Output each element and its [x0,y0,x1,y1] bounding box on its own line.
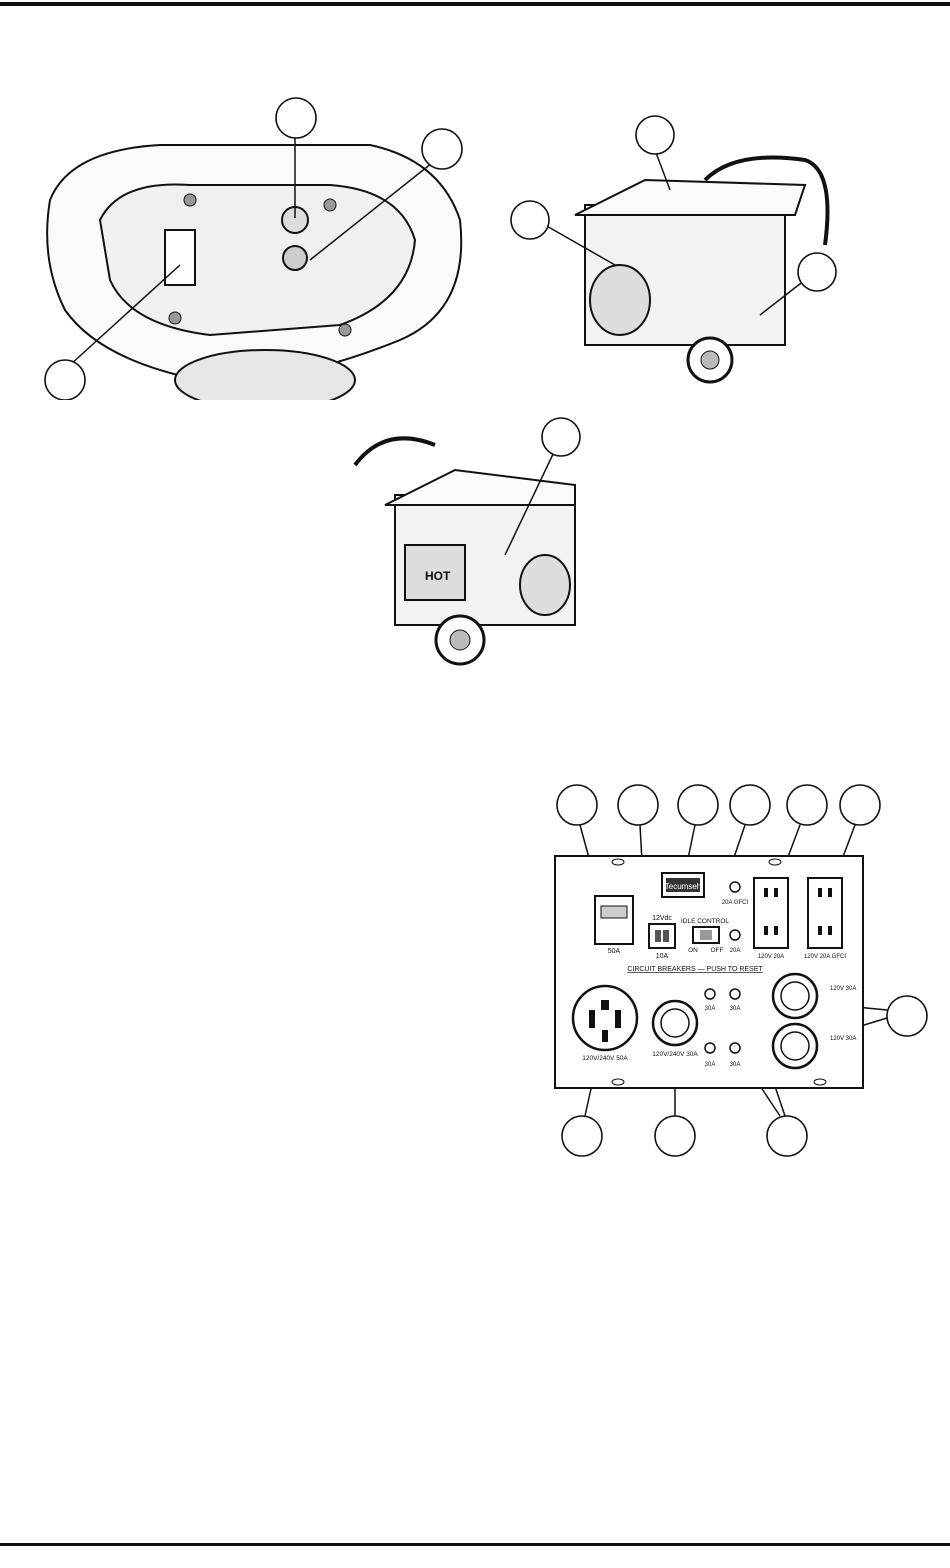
breaker-30a-3: 30A [705,1062,716,1068]
breaker-30a-4: 30A [730,1062,741,1068]
hot-label: HOT [425,569,451,583]
gfci-breaker-label: 20A GFCI [722,900,749,906]
outlet-30a-label: 120V/240V 30A [652,1051,698,1058]
dc-label: 12Vdc [652,915,672,922]
twist-lock-2-label: 120V 30A [830,1036,856,1042]
dc-fuse-label: 10A [656,953,669,960]
figure-generator-front [505,115,845,390]
figure-top-view [40,90,480,400]
breaker-30a-1: 30A [705,1006,716,1012]
breaker-20a-label: 20A [730,948,741,954]
duplex-2-label: 120V 20A GFCI [804,954,846,960]
bottom-rule [0,1543,950,1546]
outlet-50a-label: 120V/240V 50A [582,1055,628,1062]
idle-on-label: ON [688,947,698,954]
main-breaker-label: 50A [608,948,621,955]
duplex-1-label: 120V 20A [758,954,784,960]
breaker-30a-2: 30A [730,1006,741,1012]
idle-off-label: OFF [711,947,724,954]
twist-lock-1-label: 120V 30A [830,986,856,992]
figure-generator-rear: HOT [345,415,595,670]
figure-control-panel: 50A Tecumseh 12Vdc 10A IDLE CONTROL ON O… [545,778,935,1163]
hour-meter-label: Tecumseh [665,882,701,891]
circuit-breakers-heading: CIRCUIT BREAKERS — PUSH TO RESET [627,966,763,973]
idle-control-label: IDLE CONTROL [681,918,729,925]
top-rule [0,2,950,6]
